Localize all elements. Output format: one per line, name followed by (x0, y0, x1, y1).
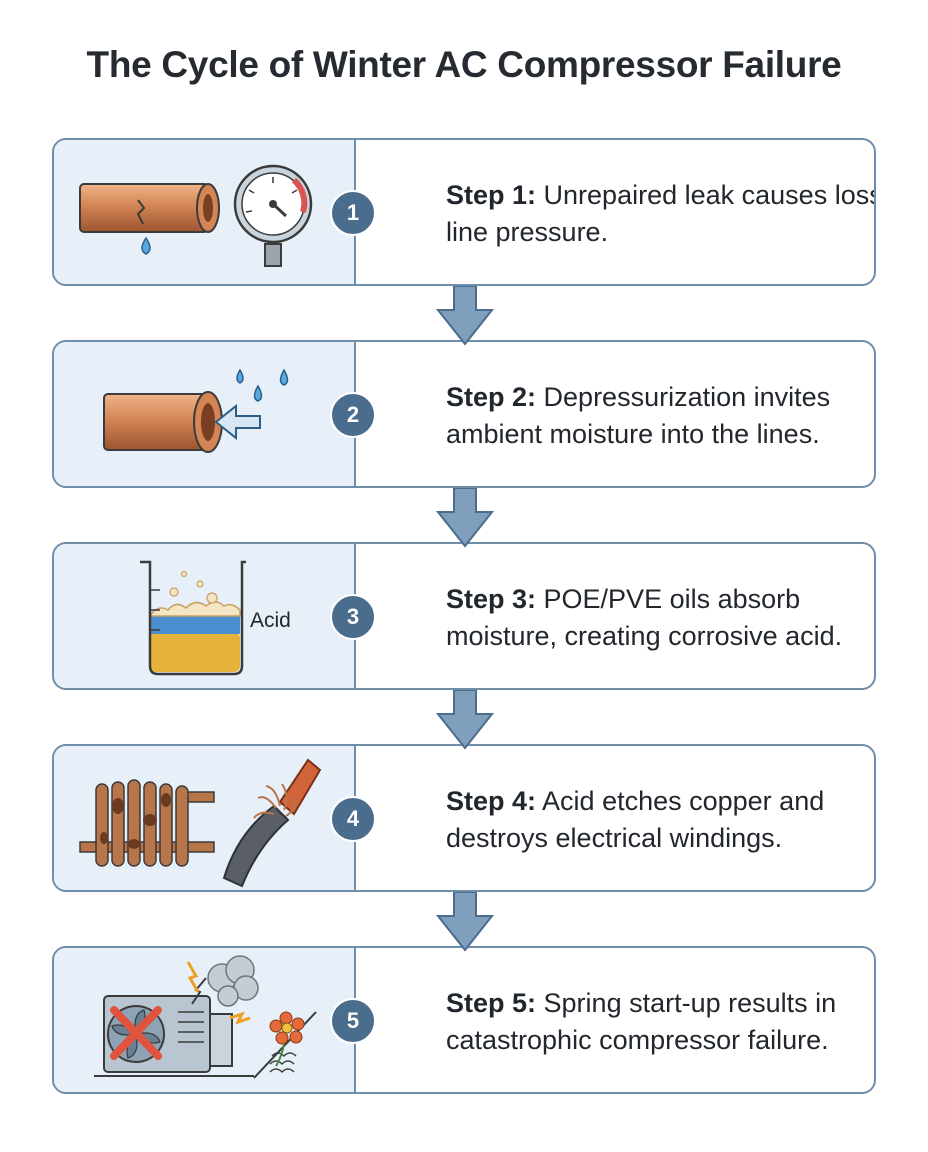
step-2-badge: 2 (330, 392, 376, 438)
step-2-illustration (54, 342, 356, 486)
acid-beaker-icon (140, 560, 246, 676)
leaking-pipe-icon (79, 183, 220, 255)
step-1-description: Step 1: Unrepaired leak causes loss of l… (446, 177, 876, 251)
step-card-1: Step 1: Unrepaired leak causes loss of l… (52, 138, 876, 286)
step-1-text: Unrepaired leak causes loss of line pres… (446, 180, 876, 247)
step-3-text: POE/PVE oils absorb moisture, creating c… (446, 584, 843, 651)
page-title: The Cycle of Winter AC Compressor Failur… (86, 44, 842, 85)
flow-arrow-1 (435, 286, 495, 346)
step-3-label: Step 3: (446, 584, 537, 614)
flow-arrow-3 (435, 690, 495, 750)
step-5-illustration (54, 948, 356, 1092)
step-3-illustration: Acid (54, 544, 356, 688)
step-5-description: Step 5: Spring start-up results in catas… (446, 985, 874, 1059)
flow-arrow-4 (435, 892, 495, 952)
step-4-badge: 4 (330, 796, 376, 842)
step-2-description: Step 2: Depressurization invites ambient… (446, 379, 874, 453)
flow-arrow-2 (435, 488, 495, 548)
step-1-illustration (54, 140, 356, 284)
acid-label: Acid (250, 609, 291, 632)
frayed-wire-icon (222, 758, 322, 888)
step-card-3: Acid Step 3: POE/PVE oils absorb moistur… (52, 542, 876, 690)
step-5-badge: 5 (330, 998, 376, 1044)
step-card-4: Step 4: Acid etches copper and destroys … (52, 744, 876, 892)
step-2-text: Depressurization invites ambient moistur… (446, 382, 831, 449)
step-3-description: Step 3: POE/PVE oils absorb moisture, cr… (446, 581, 874, 655)
step-1-label: Step 1: (446, 180, 537, 210)
step-card-2: Step 2: Depressurization invites ambient… (52, 340, 876, 488)
step-4-description: Step 4: Acid etches copper and destroys … (446, 783, 874, 857)
step-2-label: Step 2: (446, 382, 537, 412)
step-1-badge: 1 (330, 190, 376, 236)
spring-flower-icon (253, 1011, 317, 1079)
step-card-5: Step 5: Spring start-up results in catas… (52, 946, 876, 1094)
corroded-coil-icon (79, 779, 215, 867)
pipe-moisture-inflow-icon (103, 368, 289, 453)
step-4-text: Acid etches copper and destroys electric… (446, 786, 825, 853)
step-4-label: Step 4: (446, 786, 537, 816)
step-5-text: Spring start-up results in catastrophic … (446, 988, 837, 1055)
step-5-label: Step 5: (446, 988, 537, 1018)
step-4-illustration (54, 746, 356, 890)
pressure-gauge-icon (233, 164, 313, 267)
step-3-badge: 3 (330, 594, 376, 640)
broken-ac-unit-icon (94, 955, 259, 1077)
